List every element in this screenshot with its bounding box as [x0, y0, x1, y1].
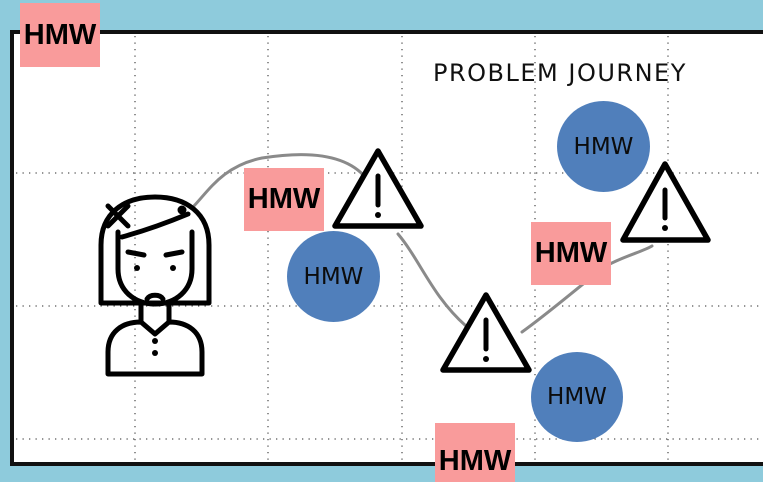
- shirt-button: [152, 338, 158, 344]
- shirt-button: [152, 350, 158, 356]
- hmw-sticky-note[interactable]: HMW: [435, 423, 515, 482]
- left-eye: [134, 265, 140, 271]
- hmw-circle-note[interactable]: HMW: [531, 352, 623, 442]
- hmw-circle-note[interactable]: HMW: [557, 101, 650, 192]
- warning-triangle-icon: [440, 292, 532, 373]
- warning-triangle-icon: [620, 161, 711, 243]
- board-title: PROBLEM JOURNEY: [433, 59, 687, 87]
- warning-triangle-icon: [332, 148, 424, 229]
- right-eye: [170, 265, 176, 271]
- worried-person-icon: [98, 194, 212, 377]
- hmw-circle-note[interactable]: HMW: [287, 231, 380, 322]
- hmw-sticky-note[interactable]: HMW: [244, 168, 324, 231]
- hmw-sticky-note[interactable]: HMW: [531, 222, 611, 285]
- hmw-sticky-note[interactable]: HMW: [20, 3, 100, 67]
- board-border: [10, 30, 763, 466]
